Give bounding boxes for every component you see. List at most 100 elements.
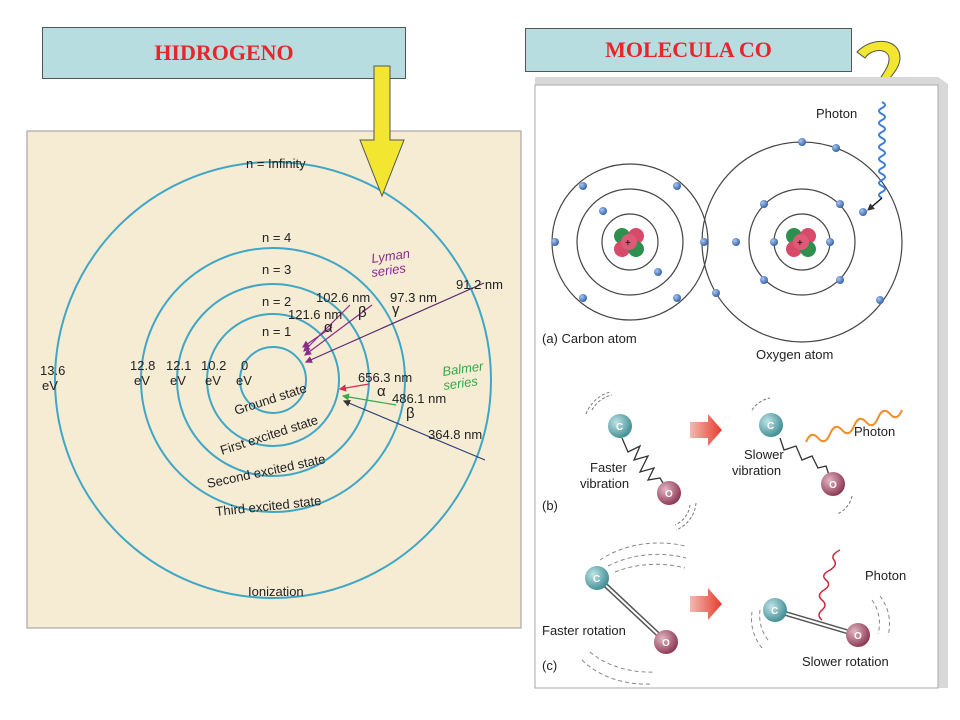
- o-letter-c1: O: [662, 638, 670, 649]
- carbon-nucleus: +: [614, 228, 644, 257]
- wavelength-656-3: 656.3 nm: [358, 370, 412, 385]
- photon-label-a: Photon: [816, 106, 857, 121]
- transition-656-3: [338, 383, 370, 392]
- balmer-alpha: α: [377, 383, 386, 400]
- energy-unit-12-1: eV: [170, 373, 186, 388]
- carbon-orbit-inner: [601, 213, 659, 271]
- energy-unit-0: eV: [236, 373, 252, 388]
- oxygen-ball-b1: [657, 481, 681, 505]
- c-letter-c1: C: [593, 574, 600, 585]
- level-label-n2: n = 2: [262, 294, 291, 309]
- energy-12-8: 12.8: [130, 358, 155, 373]
- carbon-ball-b1: [608, 414, 632, 438]
- carbon-orbit-middle: [576, 188, 684, 296]
- lyman-beta: β: [358, 304, 367, 321]
- vibration-slow: [751, 397, 903, 515]
- wavelength-486-1: 486.1 nm: [392, 391, 446, 406]
- carbon-ball-c2: [763, 598, 787, 622]
- photon-wave-c: [818, 549, 841, 621]
- hydrogen-panel-background: [26, 130, 522, 629]
- level-label-n1: n = 1: [262, 324, 291, 339]
- oxygen-orbit-middle: [748, 188, 856, 296]
- transition-121-6: [302, 326, 333, 348]
- hydrogen-title-text: HIDROGENO: [154, 40, 294, 65]
- transition-97-3: [304, 304, 373, 356]
- faster-rotation-label: Faster rotation: [542, 623, 626, 638]
- faster-vibration-label-1: Faster: [590, 460, 628, 475]
- energy-13-6: 13.6: [40, 363, 65, 378]
- label-c: (c): [542, 658, 557, 673]
- wavelength-121-6: 121.6 nm: [288, 307, 342, 322]
- level-label-n4: n = 4: [262, 230, 291, 245]
- o-letter-b2: O: [829, 480, 837, 491]
- o-letter-c2: O: [854, 631, 862, 642]
- transition-102-6: [303, 304, 351, 352]
- vibration-fast: [585, 391, 697, 531]
- carbon-ball-c1: [585, 566, 609, 590]
- electrons: [551, 138, 884, 304]
- faster-vibration-label-2: vibration: [580, 476, 629, 491]
- co-panel-background: [534, 84, 939, 689]
- level-label-n3: n = 3: [262, 262, 291, 277]
- orbit-n3: [176, 283, 370, 477]
- level-label-infinity: n = Infinity: [246, 156, 306, 171]
- yellow-down-arrow: [359, 65, 405, 198]
- oxygen-ball-b2: [821, 472, 845, 496]
- c-letter-c2: C: [771, 606, 778, 617]
- photon-wave-a: [878, 101, 886, 199]
- wavelength-91-2: 91.2 nm: [456, 277, 503, 292]
- c-letter-b1: C: [616, 422, 623, 433]
- carbon-atom-label: (a) Carbon atom: [542, 331, 637, 346]
- state-ionization: Ionization: [248, 584, 304, 599]
- oxygen-nucleus: +: [786, 228, 816, 257]
- balmer-label: Balmer: [441, 358, 485, 379]
- orbit-n2: [206, 313, 340, 447]
- transition-486-1: [341, 393, 397, 406]
- photon-label-b: Photon: [854, 424, 895, 439]
- energy-unit-12-8: eV: [134, 373, 150, 388]
- rotation-slow: [751, 549, 891, 649]
- red-arrow-c: [690, 588, 722, 620]
- lyman-label: Lyman: [370, 246, 411, 266]
- oxygen-ball-c2: [846, 623, 870, 647]
- balmer-beta: β: [406, 405, 415, 422]
- slower-vibration-label-2: vibration: [732, 463, 781, 478]
- red-arrow-b: [690, 414, 722, 446]
- orbit-infinity: [54, 161, 492, 599]
- lyman-gamma: γ: [392, 301, 400, 318]
- orbit-n1: [239, 346, 307, 414]
- o-letter-b1: O: [665, 489, 673, 500]
- co-diagram: + +: [534, 77, 948, 689]
- energy-unit-13-6: eV: [42, 378, 58, 393]
- energy-unit-10-2: eV: [205, 373, 221, 388]
- oxygen-ball-c1: [654, 630, 678, 654]
- c-letter-b2: C: [767, 421, 774, 432]
- label-b: (b): [542, 498, 558, 513]
- co-molecule-title-text: MOLECULA CO: [605, 37, 772, 62]
- lyman-alpha: α: [324, 319, 333, 336]
- wavelength-102-6: 102.6 nm: [316, 290, 370, 305]
- transition-91-2: [304, 282, 485, 363]
- lyman-series-label: series: [370, 260, 407, 280]
- oxygen-nucleus-plus: +: [797, 238, 803, 249]
- wavelength-364-8: 364.8 nm: [428, 427, 482, 442]
- energy-12-1: 12.1: [166, 358, 191, 373]
- energy-10-2: 10.2: [201, 358, 226, 373]
- oxygen-atom-label: Oxygen atom: [756, 347, 833, 362]
- transition-364-8: [342, 399, 486, 461]
- carbon-ball-b2: [759, 413, 783, 437]
- carbon-nucleus-plus: +: [625, 238, 631, 249]
- photon-arrow-a: [867, 197, 883, 211]
- orbit-n4: [140, 247, 406, 513]
- energy-0: 0: [241, 358, 248, 373]
- co-molecule-title: MOLECULA CO: [525, 28, 852, 72]
- photon-label-c: Photon: [865, 568, 906, 583]
- slower-rotation-label: Slower rotation: [802, 654, 889, 669]
- hydrogen-diagram: n = Infinity n = 4 n = 3 n = 2 n = 1 13.…: [26, 130, 522, 629]
- wavelength-97-3: 97.3 nm: [390, 290, 437, 305]
- balmer-series-label: series: [442, 373, 479, 393]
- hydrogen-title: HIDROGENO: [42, 27, 406, 79]
- rotation-fast: [581, 542, 687, 685]
- slower-vibration-label-1: Slower: [744, 447, 784, 462]
